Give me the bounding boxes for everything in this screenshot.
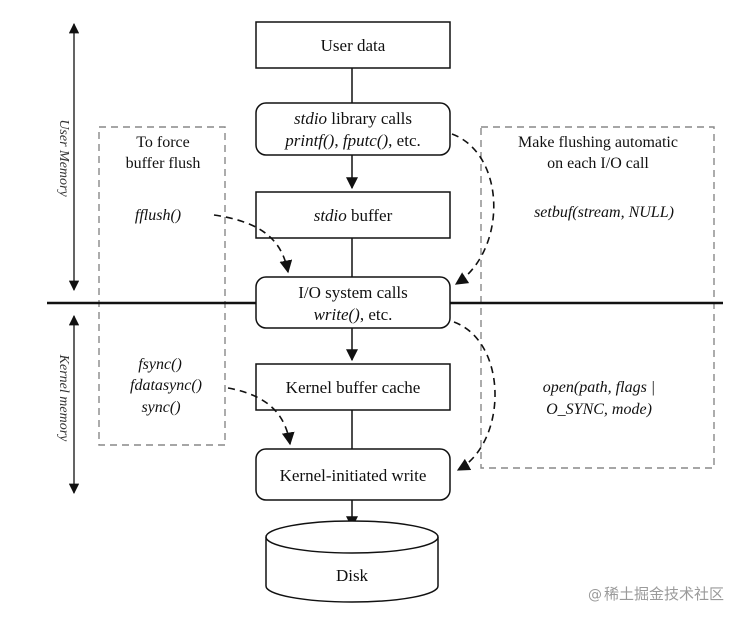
- watermark-text: 稀土掘金技术社区: [603, 585, 724, 603]
- stdio-buffer-box: [255, 191, 451, 239]
- user-memory-label: User Memory: [56, 119, 71, 197]
- watermark-at: @: [587, 587, 602, 603]
- auto-flush-title-line2: on each I/O call: [547, 155, 649, 172]
- sync-label: sync(): [141, 399, 180, 416]
- kernel-memory-label: Kernel memory: [56, 354, 71, 442]
- force-flush-panel: [98, 126, 226, 446]
- stdio-calls-stdio: stdio: [294, 109, 327, 128]
- io-calls-write: write(): [314, 305, 361, 324]
- io-calls-label-line1: I/O system calls: [298, 283, 408, 302]
- io-calls-box: [255, 276, 451, 329]
- setbuf-arrow: [451, 133, 495, 285]
- user-data-box: [255, 21, 451, 69]
- stdio-buffer-label: stdio buffer: [314, 206, 393, 225]
- stdio-calls-label-line2: printf(), fputc(), etc.: [284, 131, 421, 150]
- disk-cylinder: [265, 520, 439, 603]
- stdio-calls-sep: ,: [334, 131, 343, 150]
- stdio-calls-etc: , etc.: [388, 131, 421, 150]
- osync-arrow: [453, 321, 496, 471]
- stdio-buffer-rest: buffer: [347, 206, 393, 225]
- stdio-buffer-stdio: stdio: [314, 206, 347, 225]
- force-flush-title-line2: buffer flush: [126, 155, 201, 172]
- kernel-buffer-label: Kernel buffer cache: [286, 378, 421, 397]
- auto-flush-title-line1: Make flushing automatic: [518, 134, 678, 151]
- kernel-write-label: Kernel-initiated write: [280, 466, 427, 485]
- fsync-arrow: [227, 387, 295, 446]
- stdio-calls-fputc: fputc(): [343, 131, 389, 150]
- stdio-calls-library: library calls: [327, 109, 412, 128]
- open-sync-label-line1: open(path, flags |: [543, 379, 655, 396]
- fflush-arrow: [213, 214, 293, 274]
- kernel-buffer-box: [255, 363, 451, 411]
- open-sync-label-line2: O_SYNC, mode): [546, 401, 652, 418]
- fdatasync-label: fdatasync(): [130, 377, 202, 394]
- stdio-calls-box: [255, 102, 451, 156]
- setbuf-label: setbuf(stream, NULL): [534, 204, 674, 221]
- auto-flush-panel: [480, 126, 715, 469]
- stdio-calls-label-line1: stdio library calls: [294, 109, 412, 128]
- stdio-calls-printf: printf(): [284, 131, 334, 150]
- kernel-write-box: [255, 448, 451, 501]
- force-flush-title-line1: To force: [136, 134, 190, 151]
- user-data-label: User data: [321, 36, 386, 55]
- io-calls-label-line2: write(), etc.: [314, 305, 393, 324]
- disk-label: Disk: [336, 566, 369, 585]
- io-calls-etc: , etc.: [360, 305, 393, 324]
- fflush-label: fflush(): [135, 207, 181, 224]
- watermark: @稀土掘金技术社区: [588, 583, 724, 604]
- fsync-label: fsync(): [138, 356, 182, 373]
